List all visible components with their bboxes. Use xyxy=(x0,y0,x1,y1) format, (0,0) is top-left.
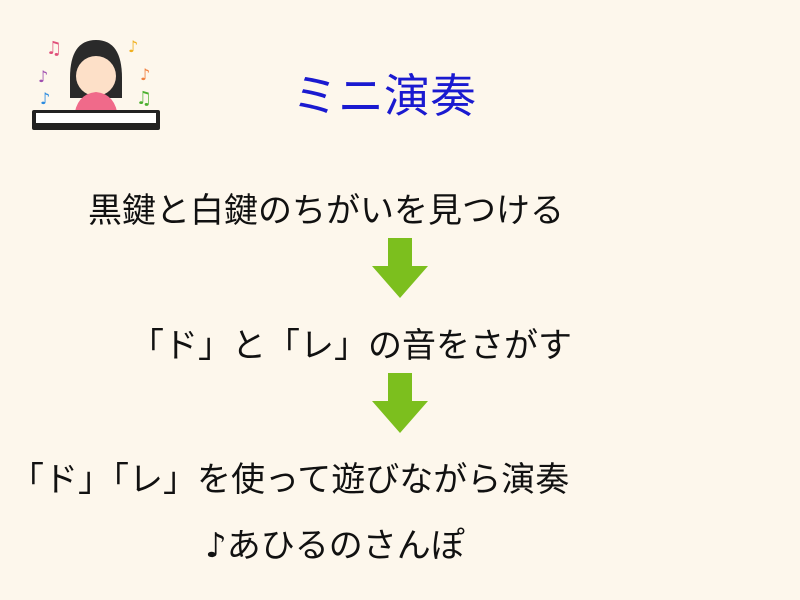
step-1: 黒鍵と白鍵のちがいを見つける xyxy=(88,191,564,231)
svg-text:♪: ♪ xyxy=(128,37,138,56)
svg-text:♫: ♫ xyxy=(136,88,152,109)
svg-text:♪: ♪ xyxy=(140,65,150,84)
song-title: ♪あひるのさんぽ xyxy=(205,526,465,566)
svg-text:♪: ♪ xyxy=(40,89,50,108)
step-3: 「ド」「レ」を使って遊びながら演奏 xyxy=(10,460,570,500)
arrow-down-icon xyxy=(372,238,428,298)
svg-text:♪: ♪ xyxy=(38,67,48,86)
arrow-down-icon xyxy=(372,373,428,433)
svg-text:♫: ♫ xyxy=(46,38,62,59)
page-title: ミニ演奏 xyxy=(292,69,476,123)
step-2: 「ド」と「レ」の音をさがす xyxy=(130,326,572,366)
girl-playing-keyboard-icon: ♫ ♪ ♪ ♪ ♪ ♫ xyxy=(32,37,160,130)
